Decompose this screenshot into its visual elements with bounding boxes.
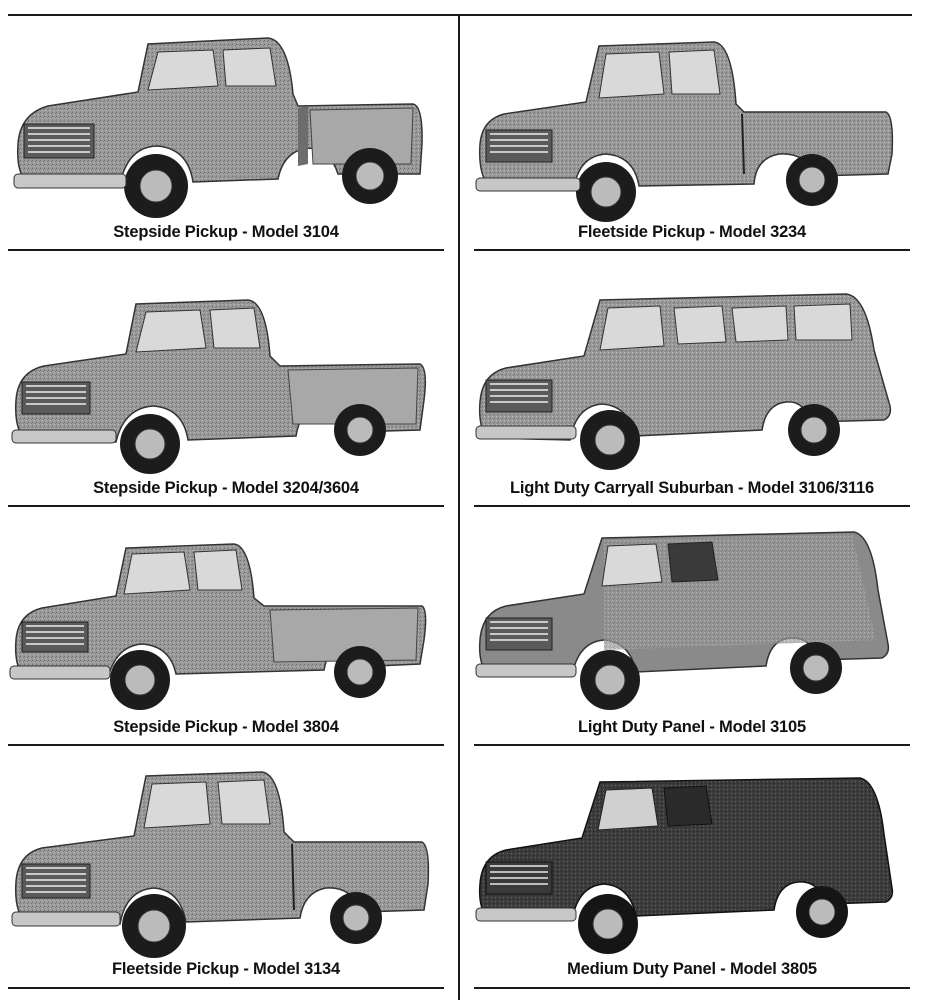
panel-truck-illustration	[475, 531, 890, 710]
top-rule	[8, 14, 912, 16]
vehicle-panel-stepside-3204: Stepside Pickup - Model 3204/3604	[8, 290, 444, 502]
vehicle-caption: Stepside Pickup - Model 3104	[113, 223, 339, 241]
vehicle-caption: Stepside Pickup - Model 3204/3604	[93, 479, 359, 497]
vehicle-panel-fleetside-3234: Fleetside Pickup - Model 3234	[474, 24, 910, 246]
row-divider	[474, 505, 910, 507]
row-divider	[8, 505, 444, 507]
suburban-illustration	[475, 293, 892, 470]
pickup-truck-illustration	[11, 771, 430, 958]
vehicle-caption: Stepside Pickup - Model 3804	[113, 718, 339, 736]
vehicle-caption: Light Duty Carryall Suburban - Model 310…	[510, 479, 874, 497]
pickup-truck-illustration	[475, 41, 894, 222]
row-divider	[8, 744, 444, 746]
panel-truck-illustration	[475, 777, 894, 954]
center-divider	[458, 14, 460, 1000]
vehicle-panel-panel-3805: Medium Duty Panel - Model 3805	[474, 776, 910, 984]
vehicle-panel-panel-3105: Light Duty Panel - Model 3105	[474, 530, 910, 742]
row-divider	[474, 249, 910, 251]
pickup-truck-illustration	[11, 299, 427, 474]
row-divider	[8, 249, 444, 251]
vehicle-caption: Fleetside Pickup - Model 3134	[111, 960, 341, 978]
pickup-truck-illustration	[9, 543, 427, 710]
vehicle-caption: Light Duty Panel - Model 3105	[578, 718, 806, 736]
vehicle-caption: Medium Duty Panel - Model 3805	[567, 960, 817, 978]
row-divider	[8, 987, 444, 989]
vehicle-caption: Fleetside Pickup - Model 3234	[577, 223, 807, 241]
vehicle-panel-stepside-3104: Stepside Pickup - Model 3104	[8, 24, 444, 246]
row-divider	[474, 744, 910, 746]
pickup-truck-illustration	[13, 37, 423, 218]
vehicle-panel-stepside-3804: Stepside Pickup - Model 3804	[8, 540, 444, 742]
vehicle-panel-suburban-3106: Light Duty Carryall Suburban - Model 310…	[474, 290, 910, 502]
vehicle-panel-fleetside-3134: Fleetside Pickup - Model 3134	[8, 766, 444, 984]
row-divider	[474, 987, 910, 989]
